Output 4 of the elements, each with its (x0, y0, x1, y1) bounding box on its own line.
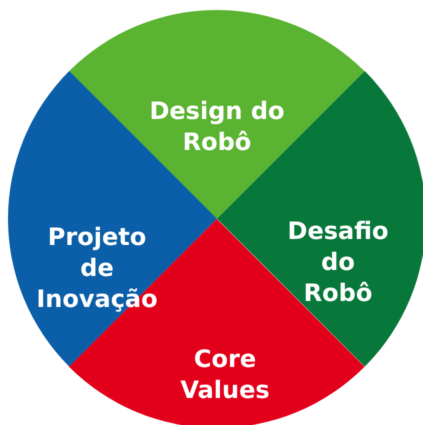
slice-label: Design do Robô (148, 96, 286, 158)
slice-label: Desafio do Robô (286, 216, 390, 310)
pie-slice (69, 10, 365, 219)
slice-label: Core Values (179, 344, 271, 406)
